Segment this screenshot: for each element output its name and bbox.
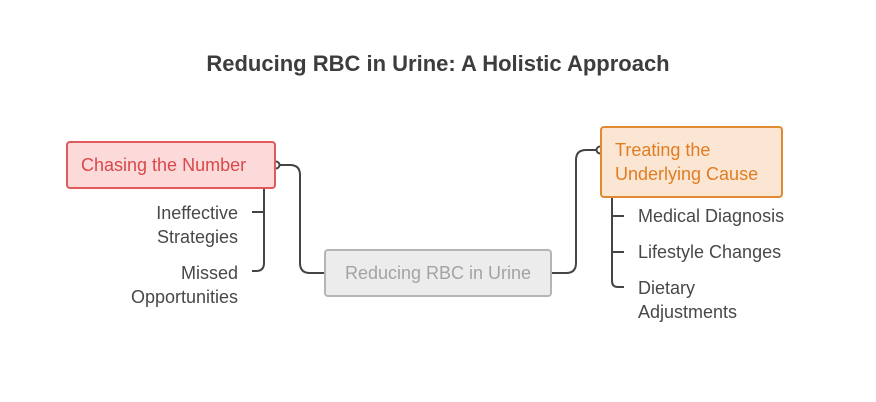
leaf-lifestyle-changes: Lifestyle Changes — [638, 242, 782, 262]
leaf-dietary-adjustments: Dietary Adjustments — [638, 278, 738, 322]
connector-right-leaves — [611, 198, 624, 288]
node-center-topic: Reducing RBC in Urine — [324, 249, 552, 297]
node-treating-underlying-cause: Treating the Underlying Cause — [600, 126, 783, 198]
node-chasing-the-number: Chasing the Number — [66, 141, 276, 189]
leaf-medical-diagnosis: Medical Diagnosis — [638, 206, 785, 226]
connector-center-right — [552, 149, 600, 274]
connector-center-left — [276, 164, 324, 274]
diagram-title: Reducing RBC in Urine: A Holistic Approa… — [206, 51, 670, 76]
leaf-ineffective-strategies: Ineffective Strategies — [156, 203, 238, 247]
connector-left-leaves — [252, 189, 265, 272]
leaf-missed-opportunities: Missed Opportunities — [130, 263, 238, 307]
